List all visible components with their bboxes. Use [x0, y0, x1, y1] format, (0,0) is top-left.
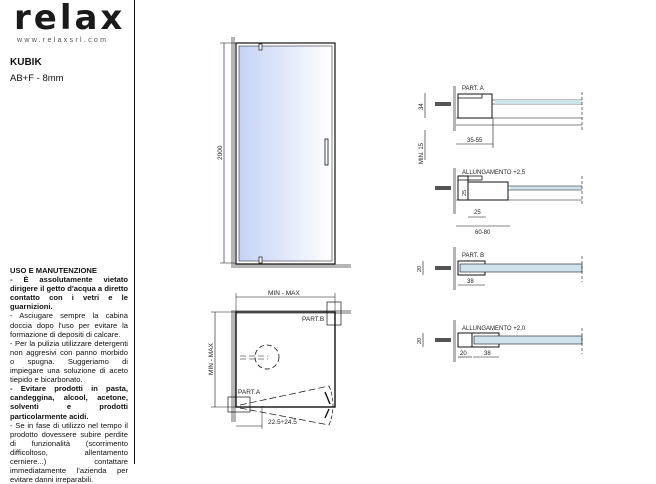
- usage-paragraph: - Evitare prodotti in pasta, candeggina,…: [10, 384, 128, 421]
- product-variant: AB+F - 8mm: [10, 73, 64, 84]
- wall: [231, 37, 235, 267]
- usage-maintenance: USO E MANUTENZIONE - È assolutamente vie…: [10, 266, 128, 484]
- extension-b-ext: 20: [460, 351, 467, 357]
- glass-panel: [238, 45, 333, 262]
- technical-drawing: 2000 MIN - MAX MIN - MAX PART.B PART.A 2…: [208, 37, 583, 429]
- usage-title: USO E MANUTENZIONE: [10, 266, 97, 275]
- wall-plug-icon: [435, 338, 451, 342]
- wall-plug-icon: [435, 266, 451, 270]
- part-a-min: MIN. 15: [419, 142, 425, 164]
- extension-b-width: 38: [484, 351, 491, 357]
- brand-logo: relax: [14, 0, 126, 38]
- part-a-height: 34: [419, 103, 425, 110]
- part-b-title: PART. B: [462, 253, 484, 259]
- extension-a-inner: 25: [474, 210, 481, 216]
- product-model: KUBIK: [10, 57, 42, 68]
- part-a-label: PART.A: [238, 389, 261, 396]
- extension-a-width: 60-80: [475, 230, 491, 236]
- height-dimension: 2000: [217, 145, 224, 160]
- website-url: www.relaxsrl.com: [17, 37, 109, 44]
- part-a-marker: [227, 396, 251, 413]
- usage-paragraph: - Per la pulizia utilizzare detergenti n…: [10, 338, 128, 385]
- extension-a-title: ALLUNGAMENTO +2,5: [462, 170, 526, 176]
- extension-b-title: ALLUNGAMENTO +2,0: [462, 326, 526, 332]
- plan-depth-dimension: MIN - MAX: [208, 343, 215, 375]
- shower-drain: [254, 344, 280, 370]
- part-b-width: 38: [467, 279, 474, 285]
- usage-paragraph: - È assolutamente vietato dirigere il ge…: [10, 275, 128, 312]
- extension-b-height: 20: [417, 338, 423, 344]
- hinge-icon: [258, 256, 263, 264]
- detail-extension-a: [435, 168, 583, 227]
- usage-paragraph: - Asciugare sempre la cabina doccia dopo…: [10, 311, 128, 339]
- plan-width-dimension: MIN - MAX: [268, 290, 300, 297]
- plan-view: MIN - MAX MIN - MAX PART.B PART.A 22.5÷2…: [208, 290, 351, 429]
- part-a-title: PART. A: [462, 86, 484, 92]
- floor: [231, 264, 351, 268]
- info-sidebar: relax www.relaxsrl.com KUBIK AB+F - 8mm …: [0, 0, 135, 484]
- door-swing: [239, 385, 330, 406]
- extension-a-height: 25: [462, 190, 468, 196]
- detail-part-a: [424, 86, 583, 160]
- swing-dimension: 22.5÷24.5: [268, 419, 297, 426]
- part-b-label: PART.B: [302, 316, 324, 323]
- door-frame: [235, 42, 336, 265]
- wall-plug-icon: [435, 102, 451, 106]
- detail-part-b: [422, 247, 583, 290]
- detail-extension-b: [422, 320, 583, 362]
- hinge-icon: [258, 43, 263, 51]
- door-elevation: 2000: [217, 37, 351, 268]
- handle: [324, 138, 329, 166]
- part-a-width: 35-55: [467, 138, 483, 144]
- part-b-height: 20: [417, 266, 423, 272]
- wall-plug-icon: [435, 186, 451, 190]
- part-b-marker: [326, 301, 342, 326]
